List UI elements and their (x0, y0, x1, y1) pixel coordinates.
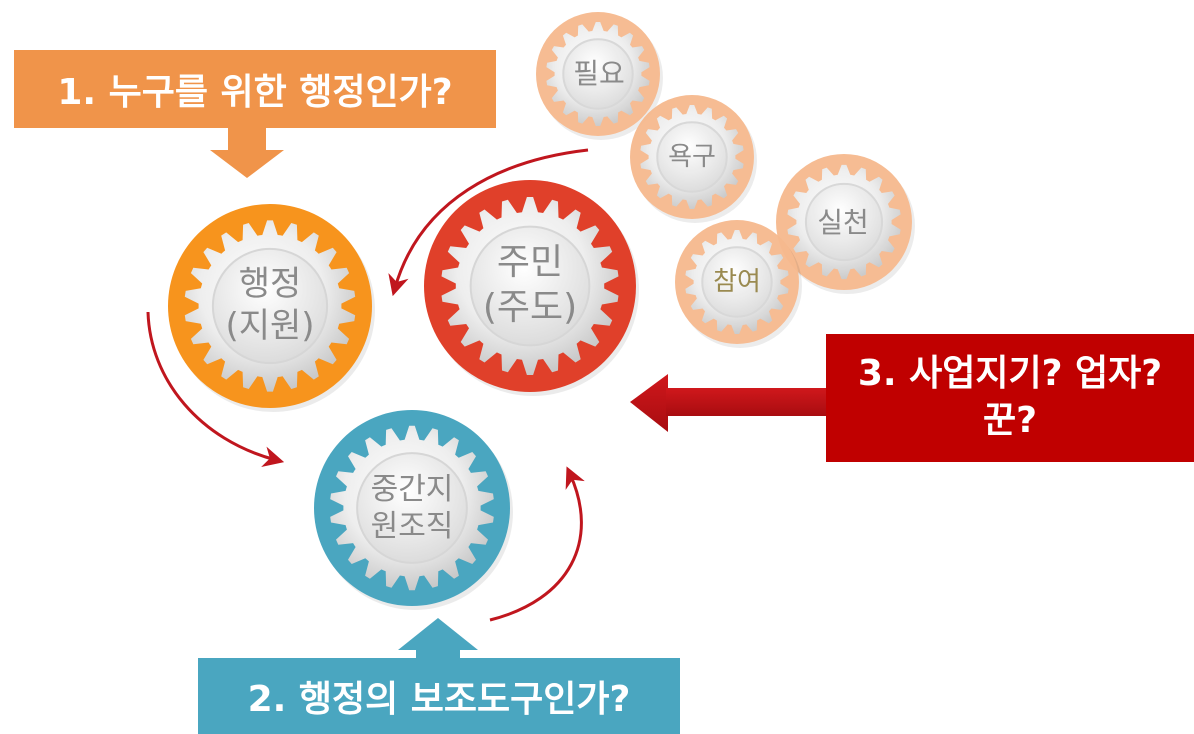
gear-desire-hub (656, 121, 728, 193)
question-1-arrow-head (210, 150, 284, 178)
curved-arrow-right (489, 466, 585, 622)
gear-label-participation: 참여 (713, 266, 761, 297)
gear-label-practice: 실천 (817, 205, 869, 239)
gear-need-hub (562, 38, 634, 110)
gear-participation (675, 220, 802, 348)
question-1-text: 1. 누구를 위한 행정인가? (57, 72, 453, 113)
gear-participation-hub (701, 246, 773, 318)
gear-intermediary (314, 410, 513, 610)
gear-label-resident: 주민 (주도) (482, 242, 578, 328)
question-1-arrow-stem (228, 128, 266, 150)
gear-practice-hub (804, 182, 884, 262)
gear-label-desire: 욕구 (668, 141, 716, 172)
question-1-callout (14, 50, 496, 178)
question-2-text: 2. 행정의 보조도구인가? (247, 679, 631, 720)
curved-arrow-top (388, 148, 589, 297)
question-2-arrow-stem (416, 648, 460, 660)
curved-arrow-left (146, 311, 285, 467)
gear-admin (168, 204, 375, 412)
question-3-arrow-head (630, 374, 668, 432)
question-1-banner (14, 50, 496, 128)
gear-label-admin: 행정 (지원) (225, 263, 315, 347)
gear-label-intermediary: 중간지 원조직 (370, 471, 454, 545)
gear-desire (630, 95, 757, 223)
gear-need (536, 12, 663, 140)
question-3-arrow-shaft (666, 388, 828, 416)
gear-resident (424, 180, 639, 396)
question-2-arrow-head (398, 618, 478, 650)
gear-label-need: 필요 (573, 56, 625, 90)
gear-intermediary-hub (356, 452, 468, 564)
question-3-banner (826, 334, 1194, 462)
question-2-callout (198, 618, 680, 734)
question-3-callout (630, 334, 1194, 462)
question-2-banner (198, 658, 680, 734)
gear-admin-hub (211, 247, 329, 365)
gear-practice (776, 154, 915, 294)
gear-resident-hub (469, 225, 591, 347)
question-3-text: 3. 사업지기? 업자? 꾼? (857, 353, 1163, 441)
